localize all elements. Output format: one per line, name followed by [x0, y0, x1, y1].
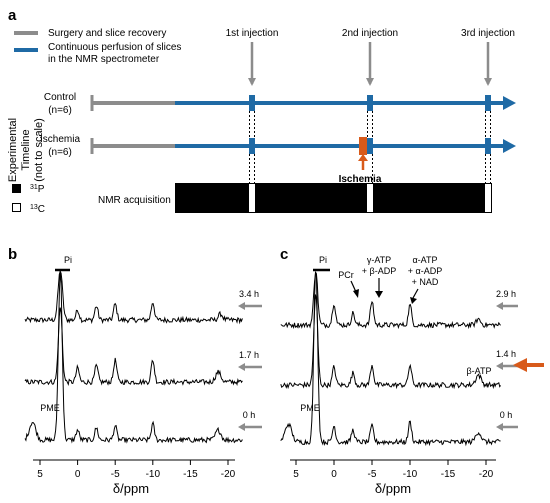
c13-legend-box	[12, 203, 21, 212]
panel-b-ticks: 5 0 -5 -10 -15 -20	[37, 460, 236, 480]
panel-a-label: a	[8, 7, 17, 24]
c-gamma-arrowhead	[375, 291, 383, 298]
c-tick-label: -20	[479, 469, 494, 480]
ischemia-annotation: Ischemia	[339, 174, 382, 185]
c-xlabel: δ/ppm	[375, 481, 411, 496]
c13-window-3	[485, 184, 491, 212]
c-alpha-arrowhead	[410, 297, 417, 304]
c-time-arrowhead	[496, 302, 503, 310]
b-xlabel: δ/ppm	[113, 481, 149, 496]
svg-text:Timeline: Timeline	[20, 129, 32, 170]
b-time-label: 3.4 h	[239, 289, 259, 299]
injection-label-2: 2nd injection	[342, 28, 398, 39]
b-tick-label: 5	[37, 469, 43, 480]
ischemia-mark-2	[367, 138, 373, 154]
control-mark-1	[249, 95, 255, 111]
ischemia-orange-arrowhead	[358, 154, 368, 161]
b-spectrum-3-4h	[24, 270, 243, 325]
ischemia-block	[359, 137, 367, 155]
b-tick-label: -20	[221, 469, 236, 480]
b-pme-label: PME	[40, 403, 60, 413]
b-time-label: 0 h	[243, 410, 256, 420]
c-pcr-label: PCr	[338, 270, 354, 280]
c-ischemia-indicator-head	[513, 358, 527, 372]
b-time-arrowhead	[238, 423, 245, 431]
b-time-arrowhead	[238, 363, 245, 371]
c-tick-label: -10	[403, 469, 418, 480]
c-tick-label: -15	[441, 469, 456, 480]
c-time-arrowhead	[496, 362, 503, 370]
c-beta-label: β-ATP	[466, 366, 491, 376]
b-spectrum-0h	[24, 270, 243, 444]
panel-c-spectra	[280, 271, 501, 447]
ischemia-mark-3	[485, 138, 491, 154]
control-n: (n=6)	[48, 105, 72, 116]
c-time-label: 0 h	[500, 410, 513, 420]
b-tick-label: -15	[183, 469, 198, 480]
c-gamma-label-1: γ-ATP	[367, 255, 391, 265]
panel-c-label: c	[280, 246, 288, 263]
control-arrowhead	[503, 96, 516, 110]
b-time-arrowhead	[238, 302, 245, 310]
svg-text:(not to scale): (not to scale)	[33, 118, 45, 182]
c-time-label: 2.9 h	[496, 289, 516, 299]
c-time-arrowhead	[496, 423, 503, 431]
c-time-label: 1.4 h	[496, 349, 516, 359]
b-time-label: 1.7 h	[239, 350, 259, 360]
c-pcr-arrow	[350, 280, 357, 293]
legend-recovery-text: Surgery and slice recovery	[48, 28, 166, 39]
control-label: Control	[44, 92, 76, 103]
p31-legend-text: 31P	[30, 184, 45, 195]
c13-window-1	[249, 184, 255, 212]
control-mark-2	[367, 95, 373, 111]
b-tick-label: -10	[146, 469, 161, 480]
c-tick-label: -5	[368, 469, 377, 480]
c-alpha-label-1: α-ATP	[412, 255, 437, 265]
injection-label-3: 3rd injection	[461, 28, 515, 39]
acquisition-label: NMR acquisition	[98, 195, 171, 206]
c-spectrum-2-9h	[280, 272, 501, 330]
b-tick-label: 0	[75, 469, 81, 480]
c-alpha-label-2: + α-ADP	[408, 266, 442, 276]
c-pme-label: PME	[300, 403, 320, 413]
injection-guides	[249, 111, 491, 183]
svg-text:Experimental: Experimental	[7, 118, 19, 182]
c-alpha-arrow	[412, 288, 419, 299]
legend-perfusion-text-1: Continuous perfusion of slices	[48, 42, 181, 53]
ischemia-mark-1	[249, 138, 255, 154]
c13-window-2	[367, 184, 373, 212]
legend-perfusion-text-2: in the NMR spectrometer	[48, 54, 160, 65]
ischemia-row-label: Ischemia	[40, 134, 80, 145]
c-tick-label: 5	[293, 469, 299, 480]
panel-b-spectra	[24, 270, 243, 444]
panel-c-time-markers: 2.9 h 1.4 h 0 h	[496, 289, 518, 431]
c-pcr-arrowhead	[353, 289, 359, 298]
timeline-y-title: Experimental Timeline (not to scale)	[7, 118, 45, 182]
c-pi-label: Pi	[319, 255, 327, 265]
p31-legend-box	[12, 184, 21, 193]
c-spectrum-0h	[280, 271, 501, 447]
b-tick-label: -5	[111, 469, 120, 480]
injection-label-1: 1st injection	[226, 28, 279, 39]
c13-legend-text: 13C	[30, 204, 45, 215]
c-alpha-label-3: + NAD	[412, 277, 439, 287]
panel-b-time-markers: 3.4 h 1.7 h 0 h	[238, 289, 262, 431]
c-gamma-label-2: + β-ADP	[362, 266, 396, 276]
panel-b-label: b	[8, 246, 17, 263]
acquisition-bar	[175, 183, 492, 213]
panel-c-ticks: 5 0 -5 -10 -15 -20	[293, 460, 494, 480]
b-pi-label: Pi	[64, 255, 72, 265]
ischemia-arrowhead	[503, 139, 516, 153]
control-mark-3	[485, 95, 491, 111]
c-tick-label: 0	[331, 469, 337, 480]
ischemia-row-n: (n=6)	[48, 147, 72, 158]
